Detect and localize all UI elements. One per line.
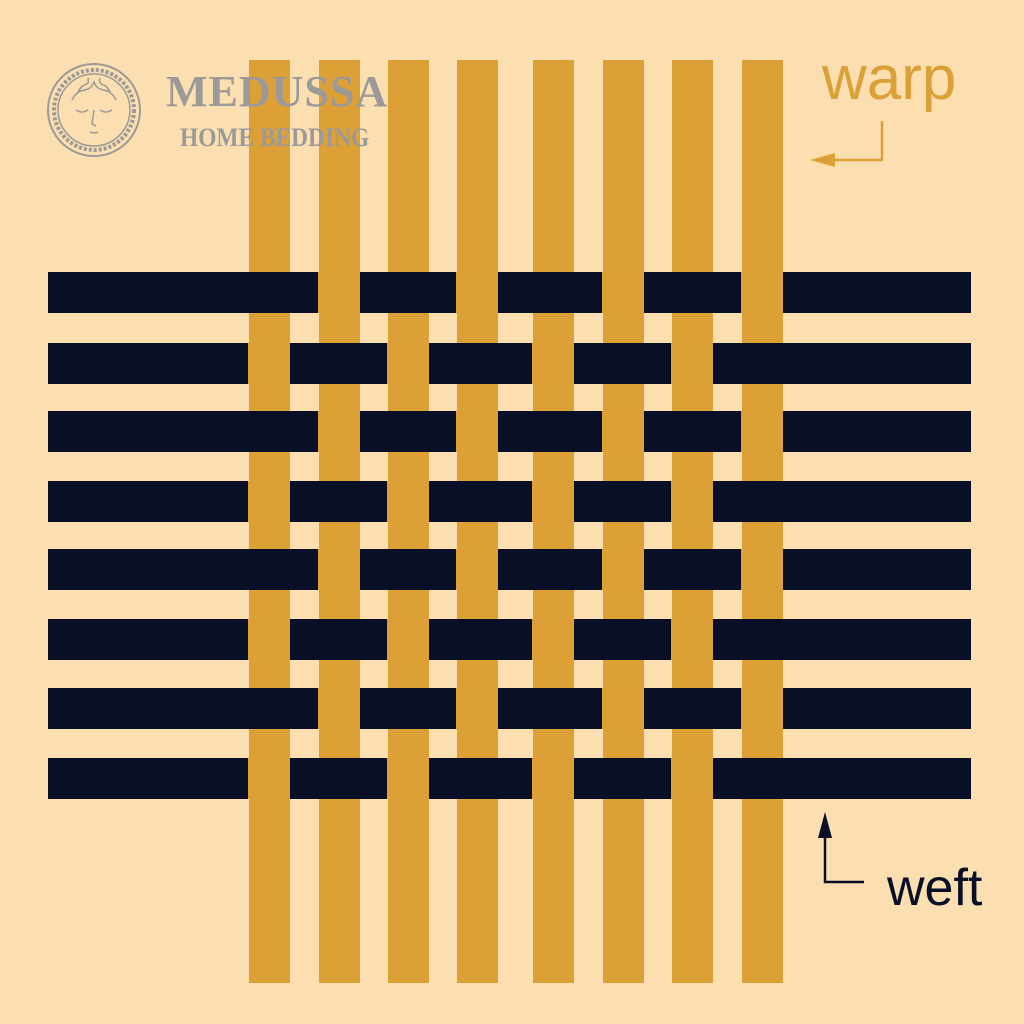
- warp-edge: [602, 688, 603, 729]
- warp-edge: [532, 758, 533, 799]
- warp-edge: [318, 272, 319, 313]
- warp-over-crossing: [672, 343, 713, 384]
- warp-edge: [532, 481, 533, 522]
- warp-edge: [671, 481, 672, 522]
- weft-label: weft: [887, 859, 983, 917]
- warp-edge: [456, 411, 457, 452]
- warp-over-crossing: [533, 758, 574, 799]
- warp-over-crossing: [603, 688, 644, 729]
- warp-over-crossing: [457, 272, 498, 313]
- warp-over-crossing: [388, 343, 429, 384]
- warp-edge: [671, 343, 672, 384]
- weft-thread: [48, 343, 971, 384]
- warp-over-crossing: [319, 411, 360, 452]
- medusa-emblem-icon: [47, 63, 141, 157]
- warp-arrow-icon: [810, 121, 884, 167]
- medussa-logo: MEDUSSA HOME BEDDING: [44, 58, 424, 168]
- warp-over-crossing: [319, 688, 360, 729]
- warp-edge: [387, 758, 388, 799]
- warp-over-crossing: [249, 619, 290, 660]
- warp-over-crossing: [672, 758, 713, 799]
- warp-edge: [318, 411, 319, 452]
- warp-over-crossing: [603, 549, 644, 590]
- weft-thread: [48, 619, 971, 660]
- warp-over-crossing: [249, 758, 290, 799]
- warp-edge: [741, 549, 742, 590]
- warp-over-crossing: [388, 481, 429, 522]
- warp-edge: [532, 343, 533, 384]
- warp-over-crossing: [742, 411, 783, 452]
- weft-thread: [48, 481, 971, 522]
- warp-edge: [741, 272, 742, 313]
- warp-edge: [741, 688, 742, 729]
- warp-edge: [671, 619, 672, 660]
- warp-edge: [318, 549, 319, 590]
- warp-edge: [602, 272, 603, 313]
- weft-thread: [48, 272, 971, 313]
- logo-brand: MEDUSSA: [166, 67, 389, 116]
- weft-thread: [48, 549, 971, 590]
- weft-thread: [48, 411, 971, 452]
- weft-thread: [48, 688, 971, 729]
- warp-edge: [248, 343, 249, 384]
- logo-subtitle: HOME BEDDING: [180, 123, 370, 152]
- warp-over-crossing: [603, 272, 644, 313]
- warp-over-crossing: [388, 758, 429, 799]
- warp-over-crossing: [742, 688, 783, 729]
- warp-over-crossing: [457, 411, 498, 452]
- warp-edge: [741, 411, 742, 452]
- warp-edge: [456, 272, 457, 313]
- warp-edge: [248, 619, 249, 660]
- warp-over-crossing: [533, 481, 574, 522]
- warp-edge: [248, 758, 249, 799]
- weft-arrow-icon: [818, 812, 864, 884]
- warp-over-crossing: [319, 549, 360, 590]
- warp-over-crossing: [672, 481, 713, 522]
- warp-edge: [602, 411, 603, 452]
- weft-thread: [48, 758, 971, 799]
- warp-over-crossing: [249, 343, 290, 384]
- warp-over-crossing: [672, 619, 713, 660]
- warp-edge: [387, 619, 388, 660]
- warp-label: warp: [822, 44, 957, 113]
- warp-over-crossing: [603, 411, 644, 452]
- warp-edge: [671, 758, 672, 799]
- warp-edge: [456, 549, 457, 590]
- warp-over-crossing: [457, 549, 498, 590]
- warp-over-crossing: [319, 272, 360, 313]
- warp-over-crossing: [533, 343, 574, 384]
- warp-edge: [248, 481, 249, 522]
- warp-over-crossing: [533, 619, 574, 660]
- warp-edge: [387, 343, 388, 384]
- warp-edge: [602, 549, 603, 590]
- warp-edge: [387, 481, 388, 522]
- warp-over-crossing: [742, 549, 783, 590]
- warp-over-crossing: [388, 619, 429, 660]
- warp-over-crossing: [742, 272, 783, 313]
- warp-edge: [456, 688, 457, 729]
- warp-over-crossing: [457, 688, 498, 729]
- warp-over-crossing: [249, 481, 290, 522]
- warp-edge: [318, 688, 319, 729]
- warp-edge: [532, 619, 533, 660]
